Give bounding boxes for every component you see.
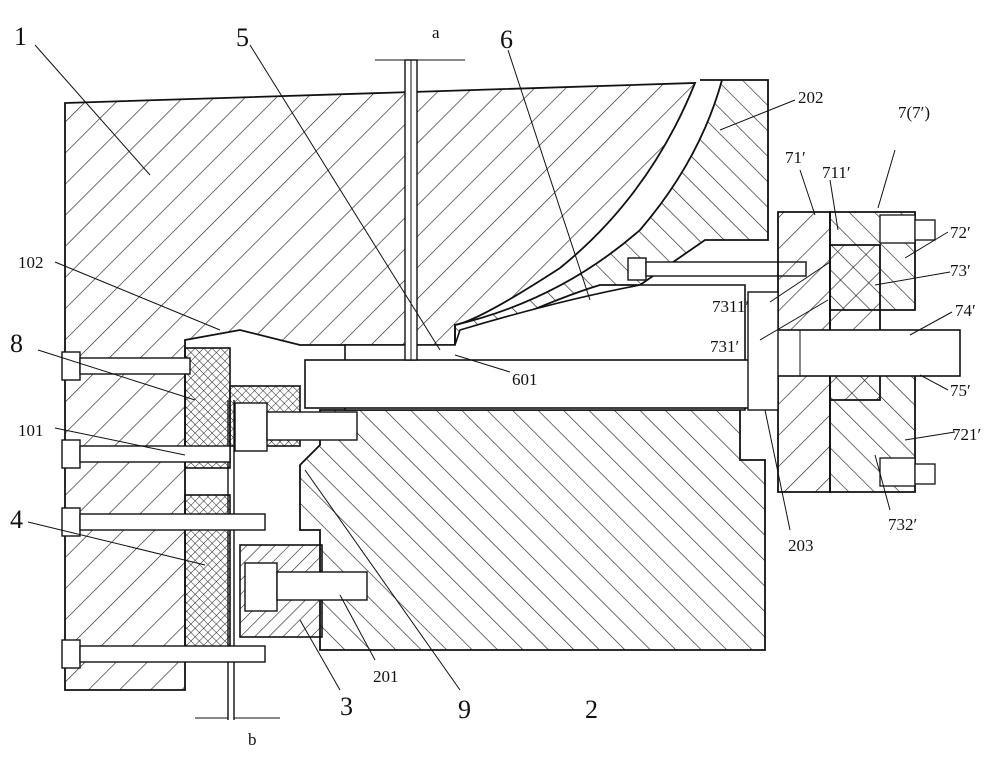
label-721: 721′: [952, 425, 981, 444]
label-6: 6: [500, 25, 513, 54]
label-73: 73′: [950, 261, 971, 280]
label-711: 711′: [822, 163, 851, 182]
label-102: 102: [18, 253, 44, 272]
label-7311: 7311′: [712, 297, 749, 316]
label-1: 1: [14, 22, 27, 51]
label-8: 8: [10, 329, 23, 358]
label-71: 71′: [785, 148, 806, 167]
label-a: a: [432, 23, 440, 42]
label-5: 5: [236, 23, 249, 52]
label-7: 7(7′): [898, 103, 930, 122]
part-2-body: [300, 410, 765, 650]
label-201: 201: [373, 667, 399, 686]
label-9: 9: [458, 695, 471, 724]
label-72: 72′: [950, 223, 971, 242]
part-74-shaft: [760, 330, 960, 376]
label-101: 101: [18, 421, 44, 440]
label-3: 3: [340, 692, 353, 721]
label-203: 203: [788, 536, 814, 555]
label-2: 2: [585, 695, 598, 724]
label-202: 202: [798, 88, 824, 107]
label-731: 731′: [710, 337, 739, 356]
label-74: 74′: [955, 301, 976, 320]
label-732: 732′: [888, 515, 917, 534]
label-4: 4: [10, 505, 23, 534]
label-601: 601: [512, 370, 538, 389]
label-b: b: [248, 730, 257, 749]
label-75: 75′: [950, 381, 971, 400]
part-203-spacer: [748, 292, 778, 410]
